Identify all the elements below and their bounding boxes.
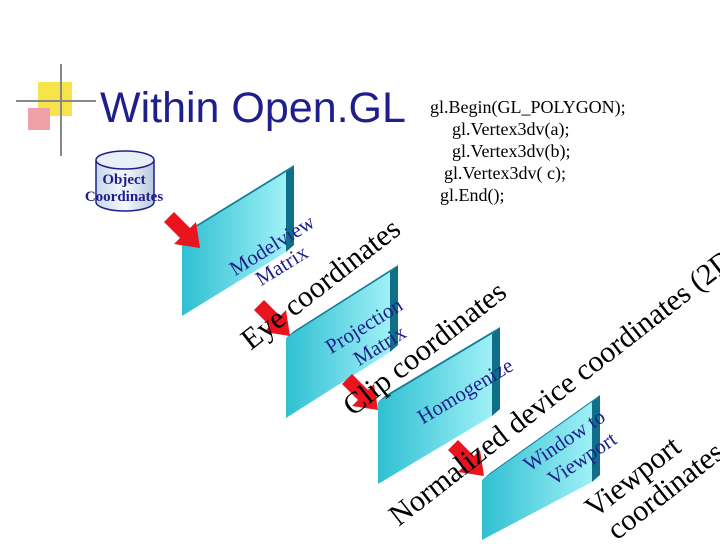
arrow-object-to-modelview	[164, 212, 200, 248]
object-coordinates-label: Object Coordinates	[74, 172, 174, 206]
arrow-eye-to-projection	[254, 300, 290, 336]
code-line-4: gl.Vertex3dv( c);	[444, 163, 566, 183]
arrow-ndc-to-viewport	[448, 440, 484, 476]
viewport-box	[482, 395, 600, 540]
object-label-line-1: Object	[102, 172, 146, 188]
code-line-1: gl.Begin(GL_POLYGON);	[430, 97, 626, 117]
code-block: gl.Begin(GL_POLYGON); gl.Vertex3dv(a); g…	[430, 96, 626, 206]
code-line-5: gl.End();	[440, 185, 505, 205]
projection-box	[286, 265, 398, 418]
modelview-box	[182, 165, 294, 316]
page-title: Within Open.GL	[100, 84, 406, 132]
code-line-2: gl.Vertex3dv(a);	[452, 119, 570, 139]
object-cylinder	[95, 150, 155, 212]
decor-horizontal-line	[16, 100, 96, 102]
decor-pink-square	[28, 108, 50, 130]
object-label-line-2: Coordinates	[84, 189, 164, 205]
homogenize-box	[378, 327, 500, 484]
arrow-clip-to-homogenize	[342, 374, 378, 410]
code-line-3: gl.Vertex3dv(b);	[452, 141, 571, 161]
decor-vertical-line	[60, 64, 62, 156]
